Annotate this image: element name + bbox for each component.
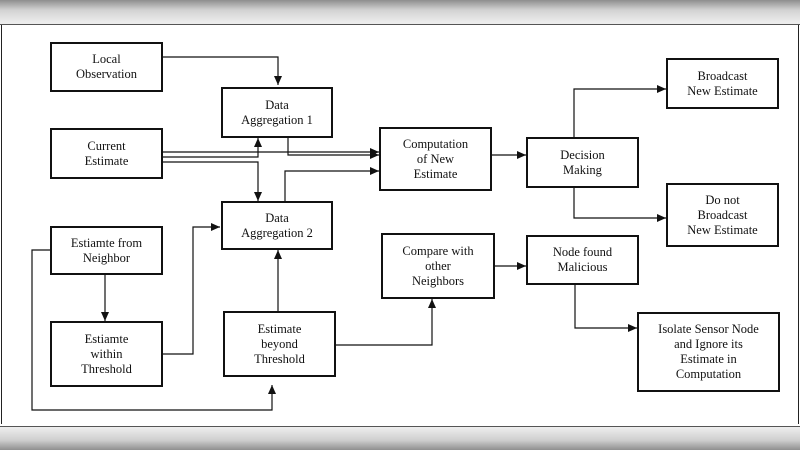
computation-new-estimate-node: Computation of New Estimate — [379, 127, 492, 191]
flowchart-canvas: Local Observation Data Aggregation 1 Cur… — [0, 24, 800, 427]
broadcast-new-estimate-node: Broadcast New Estimate — [666, 58, 779, 109]
do-not-broadcast-node: Do not Broadcast New Estimate — [666, 183, 779, 247]
arrow-current-estimate-to-aggregation-1 — [163, 138, 262, 158]
estimate-within-threshold-node: Estiamte within Threshold — [50, 321, 163, 387]
data-aggregation-2-node: Data Aggregation 2 — [221, 201, 333, 250]
isolate-sensor-node: Isolate Sensor Node and Ignore its Estim… — [637, 312, 780, 392]
node-found-malicious-node: Node found Malicious — [526, 235, 639, 285]
data-aggregation-1-node: Data Aggregation 1 — [221, 87, 333, 138]
arrow-local-observation-to-aggregation-1 — [163, 56, 282, 85]
arrow-malicious-to-isolate — [574, 285, 637, 332]
arrow-decision-to-broadcast — [573, 85, 666, 137]
arrow-current-estimate-to-aggregation-2 — [163, 161, 262, 201]
decision-making-node: Decision Making — [526, 137, 639, 188]
arrow-aggregation-1-to-computation — [287, 138, 379, 159]
estimate-beyond-threshold-node: Estimate beyond Threshold — [223, 311, 336, 377]
connector-layer — [31, 56, 666, 411]
arrow-beyond-threshold-to-compare — [336, 299, 436, 346]
arrow-aggregation-2-to-computation — [284, 167, 379, 201]
local-observation-node: Local Observation — [50, 42, 163, 92]
current-estimate-node: Current Estimate — [50, 128, 163, 179]
estimate-from-neighbor-node: Estiamte from Neighbor — [50, 226, 163, 275]
arrow-neighbor-to-beyond-threshold — [31, 249, 276, 411]
arrow-decision-to-do-not-broadcast — [573, 188, 666, 222]
compare-with-neighbors-node: Compare with other Neighbors — [381, 233, 495, 299]
diagram-frame — [1, 25, 799, 424]
arrow-within-threshold-to-aggregation-2 — [163, 223, 220, 355]
